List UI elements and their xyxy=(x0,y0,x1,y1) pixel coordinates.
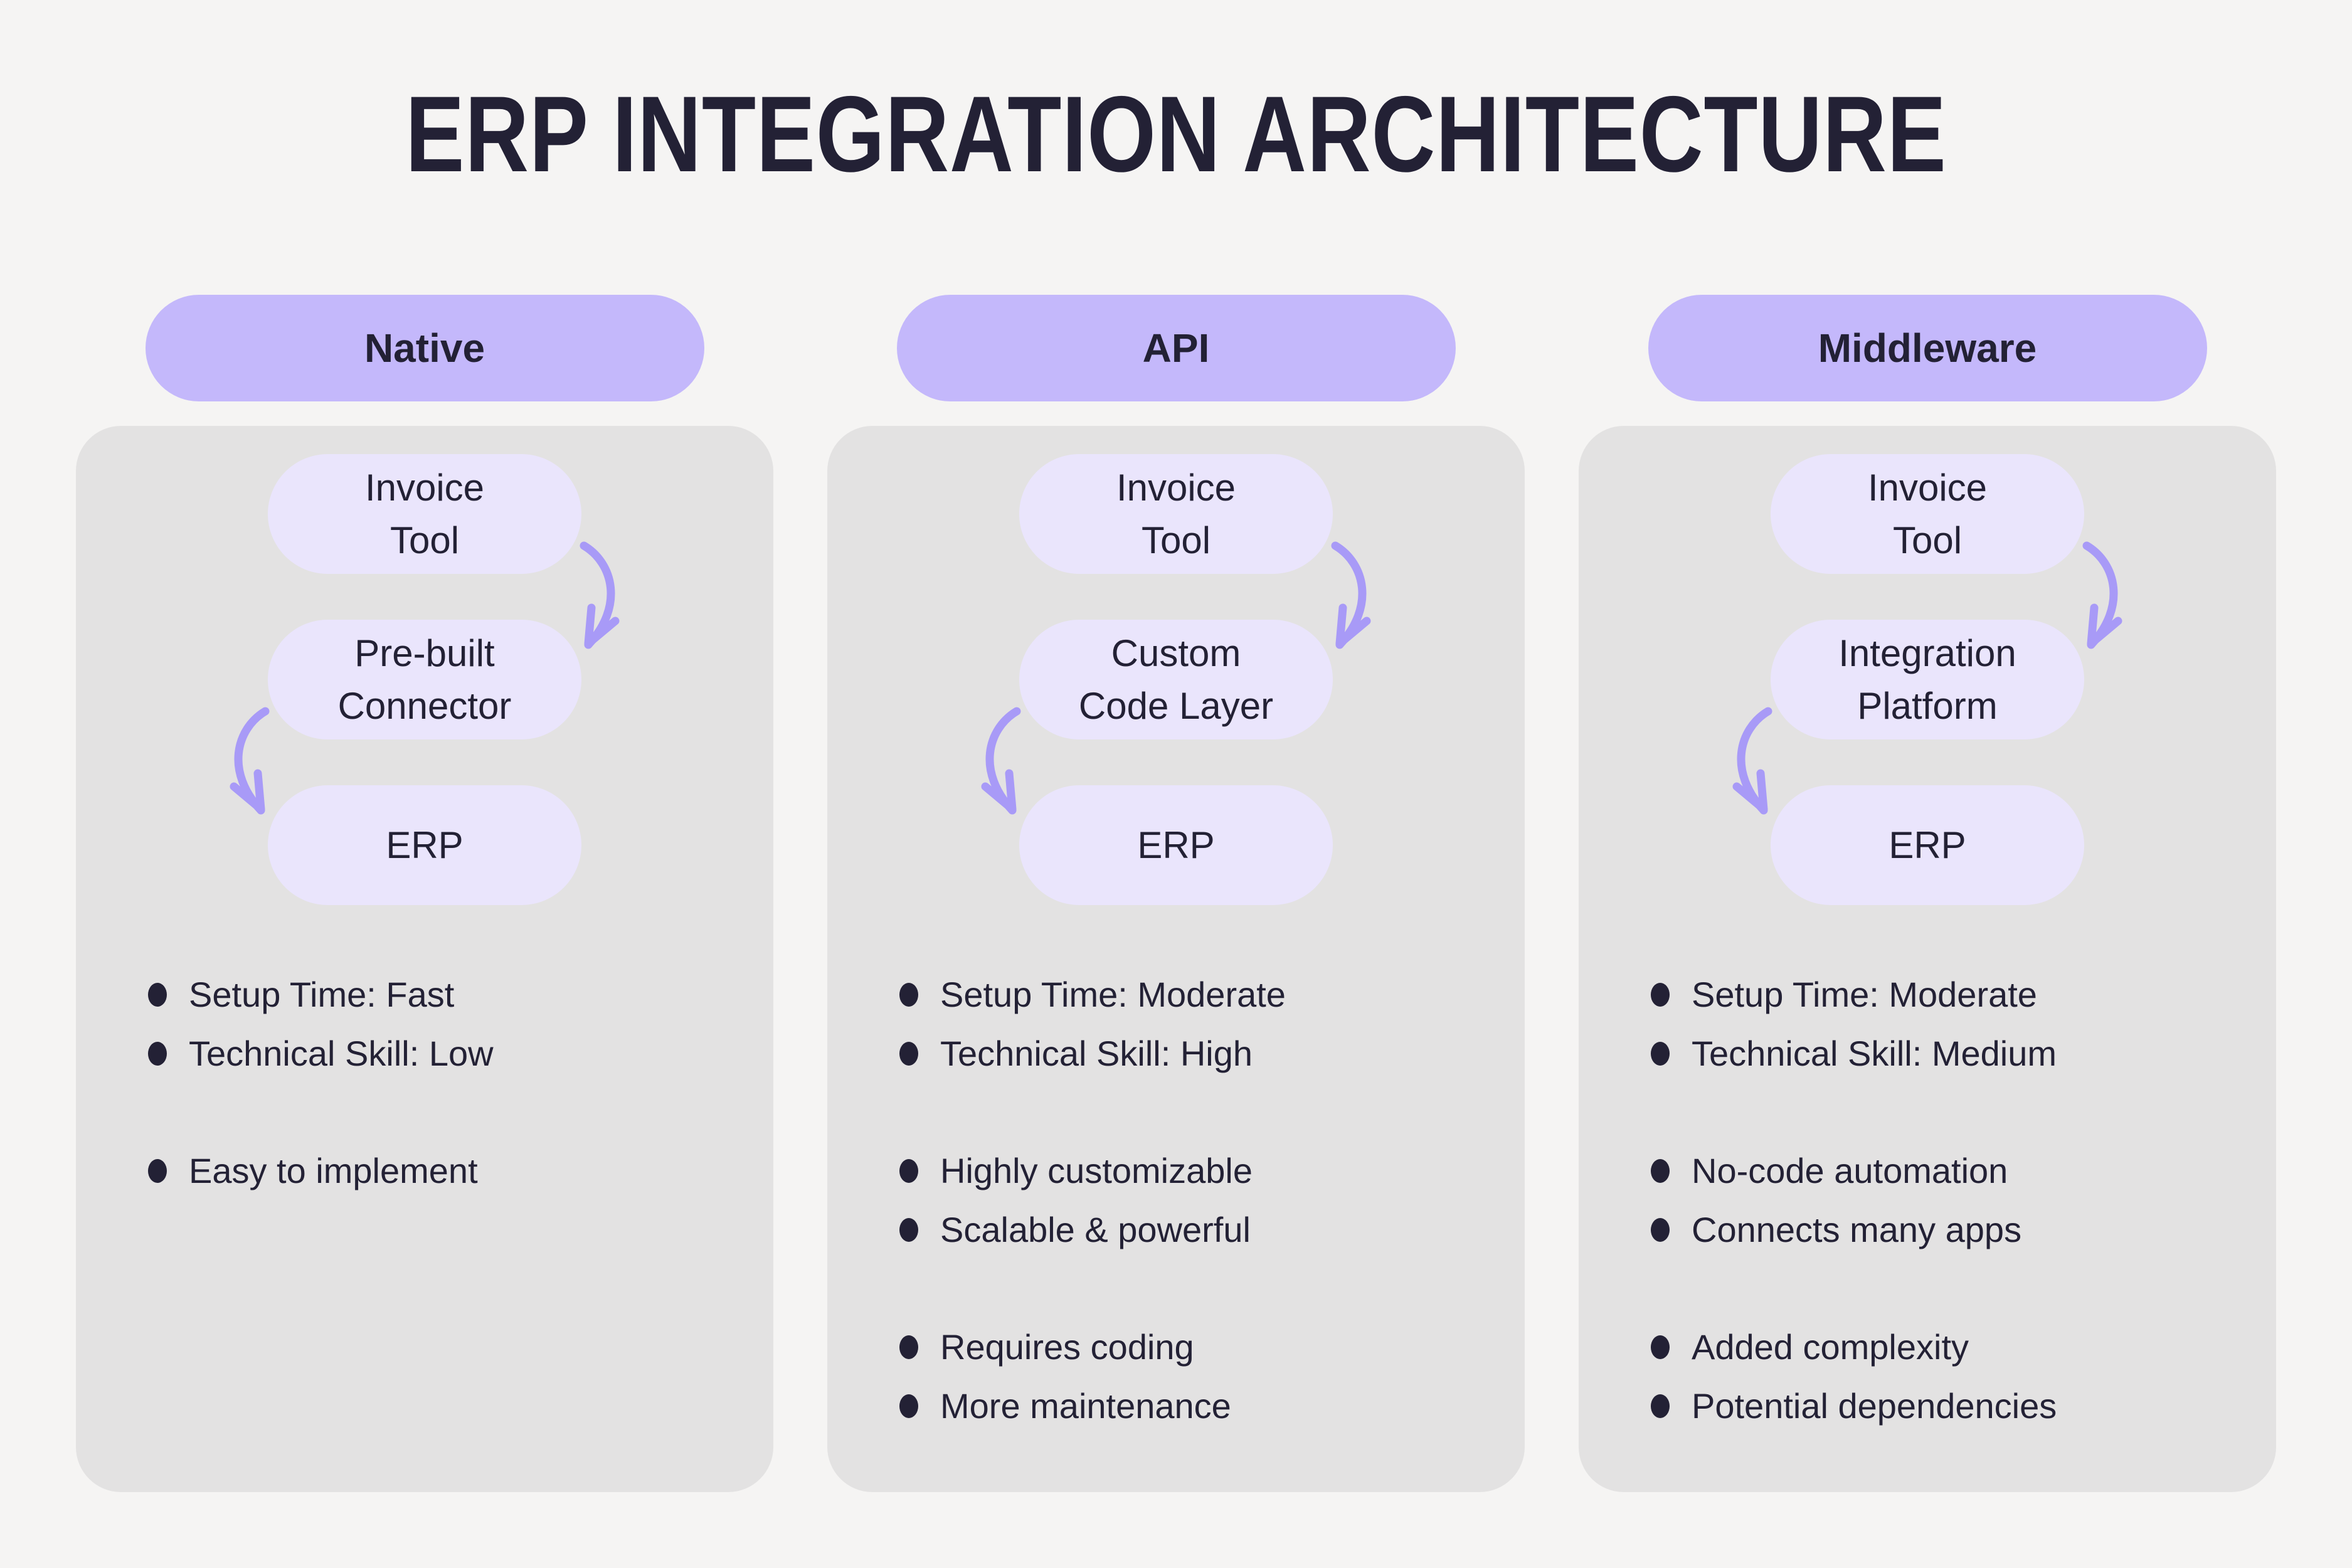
column-api: API Invoice Tool Custom Code Layer xyxy=(827,295,1525,1492)
flow-box-line: Connector xyxy=(337,684,512,727)
bullet-item: Technical Skill: Medium xyxy=(1651,1024,2251,1083)
bullet-item: Highly customizable xyxy=(899,1142,1500,1200)
columns-row: Native Invoice Tool Pre-built Connector xyxy=(0,295,2352,1492)
flow-box-erp: ERP xyxy=(268,785,581,905)
bullet-item: Easy to implement xyxy=(148,1142,748,1200)
bullet-group: Setup Time: Moderate Technical Skill: Me… xyxy=(1651,965,2251,1083)
curved-down-arrow-icon xyxy=(2082,541,2122,649)
bullet-item: Potential dependencies xyxy=(1651,1377,2251,1436)
bullet-group: Requires coding More maintenance xyxy=(899,1318,1500,1436)
flow-box-line: Code Layer xyxy=(1078,684,1274,727)
bullet-group: No-code automation Connects many apps xyxy=(1651,1142,2251,1259)
bullet-item: Technical Skill: High xyxy=(899,1024,1500,1083)
column-card: Invoice Tool Custom Code Layer xyxy=(827,426,1525,1492)
flow-box-line: Tool xyxy=(389,519,460,561)
column-card: Invoice Tool Pre-built Connector xyxy=(76,426,773,1492)
bullet-item: Technical Skill: Low xyxy=(148,1024,748,1083)
column-header-label: API xyxy=(1142,326,1210,371)
flow-box-line: Tool xyxy=(1141,519,1211,561)
flow-box-line: Platform xyxy=(1857,684,1998,727)
flow-box-line: Invoice xyxy=(1867,466,1988,509)
curved-down-arrow-icon xyxy=(981,707,1021,815)
column-header-pill: Native xyxy=(145,295,704,401)
flow-box-line: Integration xyxy=(1838,632,2016,674)
flow-diagram: Invoice Tool Pre-built Connector xyxy=(76,426,773,962)
flow-box-line: Custom xyxy=(1111,632,1241,674)
bullet-item: Requires coding xyxy=(899,1318,1500,1377)
column-native: Native Invoice Tool Pre-built Connector xyxy=(76,295,773,1492)
bullet-item: Setup Time: Moderate xyxy=(1651,965,2251,1024)
flow-box-invoice-tool: Invoice Tool xyxy=(1771,454,2084,574)
bullet-item: No-code automation xyxy=(1651,1142,2251,1200)
column-card: Invoice Tool Integration Platform xyxy=(1579,426,2276,1492)
curved-down-arrow-icon xyxy=(230,707,270,815)
bullet-group: Highly customizable Scalable & powerful xyxy=(899,1142,1500,1259)
bullet-item: More maintenance xyxy=(899,1377,1500,1436)
bullet-item: Setup Time: Fast xyxy=(148,965,748,1024)
column-header-pill: API xyxy=(896,295,1456,401)
bullet-list: Setup Time: Moderate Technical Skill: Me… xyxy=(1651,965,2276,1436)
column-middleware: Middleware Invoice Tool Integration Plat… xyxy=(1579,295,2276,1492)
bullet-list: Setup Time: Fast Technical Skill: Low Ea… xyxy=(148,965,773,1200)
flow-box-line: Tool xyxy=(1892,519,1963,561)
flow-box-line: ERP xyxy=(386,824,464,866)
bullet-item: Setup Time: Moderate xyxy=(899,965,1500,1024)
curved-down-arrow-icon xyxy=(1732,707,1772,815)
flow-box-line: ERP xyxy=(1137,824,1215,866)
bullet-list: Setup Time: Moderate Technical Skill: Hi… xyxy=(899,965,1525,1436)
bullet-item: Added complexity xyxy=(1651,1318,2251,1377)
column-header-label: Middleware xyxy=(1818,326,2037,371)
bullet-item: Scalable & powerful xyxy=(899,1200,1500,1259)
bullet-item: Connects many apps xyxy=(1651,1200,2251,1259)
flow-box-line: Invoice xyxy=(364,466,485,509)
page-title: ERP INTEGRATION ARCHITECTURE xyxy=(405,74,1947,194)
flow-box-line: Invoice xyxy=(1116,466,1236,509)
flow-box-invoice-tool: Invoice Tool xyxy=(268,454,581,574)
flow-box-line: ERP xyxy=(1888,824,1966,866)
flow-diagram: Invoice Tool Custom Code Layer xyxy=(827,426,1525,962)
flow-box-erp: ERP xyxy=(1019,785,1333,905)
flow-box-erp: ERP xyxy=(1771,785,2084,905)
column-header-pill: Middleware xyxy=(1648,295,2207,401)
curved-down-arrow-icon xyxy=(1331,541,1371,649)
flow-box-connector: Pre-built Connector xyxy=(268,620,581,739)
column-header-label: Native xyxy=(364,326,485,371)
bullet-group: Added complexity Potential dependencies xyxy=(1651,1318,2251,1436)
bullet-group: Setup Time: Fast Technical Skill: Low xyxy=(148,965,748,1083)
flow-box-line: Pre-built xyxy=(354,632,495,674)
curved-down-arrow-icon xyxy=(580,541,620,649)
bullet-group: Setup Time: Moderate Technical Skill: Hi… xyxy=(899,965,1500,1083)
flow-box-invoice-tool: Invoice Tool xyxy=(1019,454,1333,574)
flow-box-integration-platform: Integration Platform xyxy=(1771,620,2084,739)
bullet-group: Easy to implement xyxy=(148,1142,748,1200)
flow-diagram: Invoice Tool Integration Platform xyxy=(1579,426,2276,962)
flow-box-custom-code: Custom Code Layer xyxy=(1019,620,1333,739)
